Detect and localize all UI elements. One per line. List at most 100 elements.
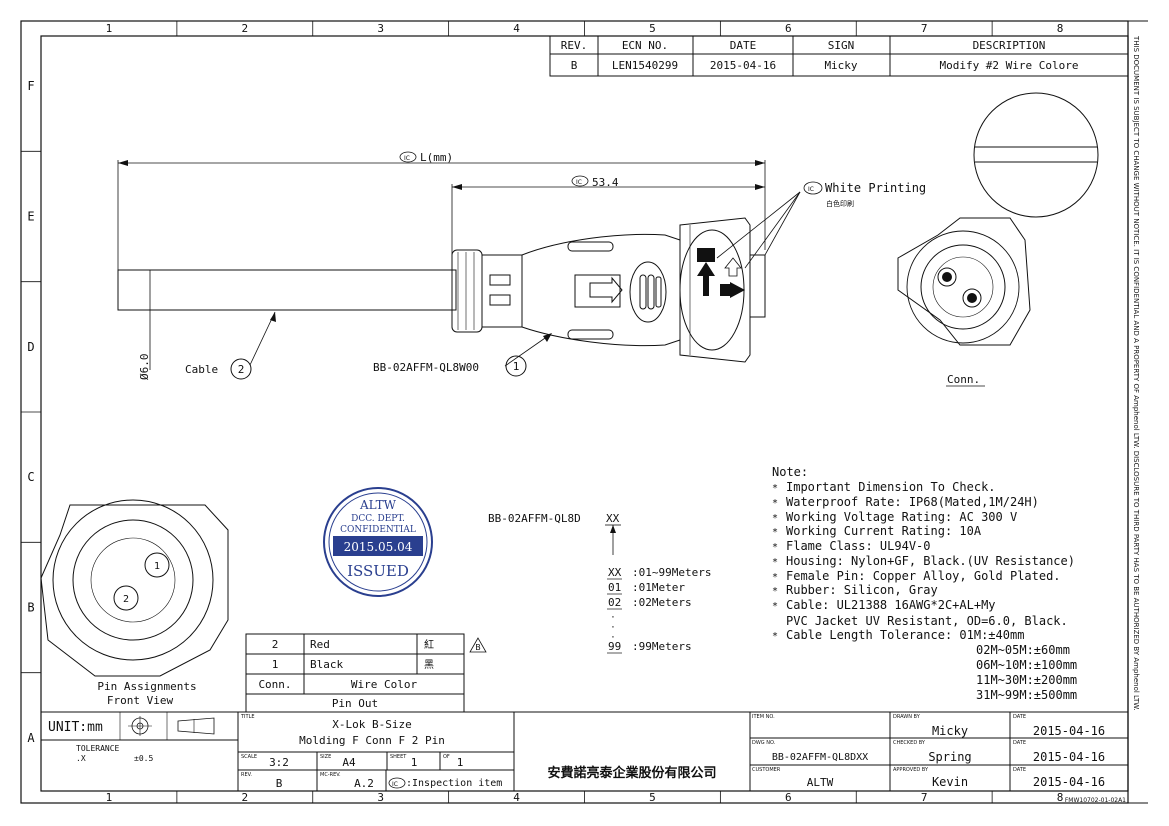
part-label: BB-02AFFM-QL8W00 [373,361,479,374]
dim-53-4: 53.4 [592,176,619,189]
checked-label: CHECKED BY [893,740,926,746]
lock-icon [697,248,715,262]
tol-2: 11M~30M:±200mm [976,673,1077,687]
top-view-detail [973,92,1099,218]
drawn-label: DRAWN BY [893,714,921,720]
row-label: D [27,340,34,354]
pin-out-table: 2 Red 紅 1 Black 黑 Conn. Wire Color Pin O… [245,633,487,713]
note-item: Working Voltage Rating: AC 300 V [786,510,1017,524]
note-bullet: * [772,527,778,538]
pn-option-code-2: 02 [608,596,621,609]
date-label-2: DATE [1013,740,1026,746]
note-item: Working Current Rating: 10A [786,524,982,538]
date-value-1: 2015-04-16 [1033,724,1105,738]
tol-1: 06M~10M:±100mm [976,658,1077,672]
title-block: UNIT:mm TOLERANCE .X ±0.5 TITLE X-Lok B-… [41,711,1128,791]
tol-val: ±0.5 [134,754,153,763]
note-bullet: * [772,483,778,494]
note-item: Cable Length Tolerance: 01M:±40mm [786,628,1024,642]
column-label-top: 6 [785,22,792,35]
customer-label: CUSTOMER [752,767,781,773]
note-item: Waterproof Rate: IP68(Mated,1M/24H) [786,495,1039,509]
ic-symbol-4: IC [392,781,398,788]
note-bullet: * [772,498,778,509]
column-label-top: 2 [242,22,249,35]
pin-out-footer: Pin Out [332,697,378,710]
pn-option-code-3: 99 [608,640,621,653]
pin-2-label: 2 [123,594,129,605]
notes-title: Note: [772,465,808,479]
pin-row-1-pin: 1 [272,658,279,671]
cable-balloon [230,358,252,380]
title-line-2: Molding F Conn F 2 Pin [299,734,445,747]
dwg-no-value: BB-02AFFM-QL8DXX [772,752,868,763]
dimension-length: IC L(mm) [117,151,766,270]
row-label: E [27,210,34,224]
stamp-date: 2015.05.04 [344,540,413,554]
mcrev-value: A.2 [354,777,374,790]
column-label-top: 7 [921,22,928,35]
tolerance-label: TOLERANCE [76,744,120,753]
drawn-value: Micky [932,724,968,738]
rev-label: REV. [241,772,252,778]
pin-row-1-color: Black [310,658,343,671]
note-item: Rubber: Silicon, Gray [786,583,938,597]
column-label-bottom: 1 [106,791,113,804]
customer-value: ALTW [807,776,834,789]
column-label-top: 5 [649,22,656,35]
sign-value: Micky [824,59,857,72]
part-balloon [505,355,527,377]
tol-3: 31M~99M:±500mm [976,688,1077,702]
date-label-3: DATE [1013,767,1026,773]
conn-front-view [897,217,1031,346]
inspection-item: :Inspection item [406,778,502,789]
sheet-value: 1 [411,756,418,769]
white-printing-label: White Printing [825,181,926,195]
note-bullet: * [772,631,778,642]
checked-value: Spring [928,750,971,764]
of-label: OF [443,754,450,760]
stamp-issued: ISSUED [347,562,409,580]
of-value: 1 [457,756,464,769]
unit-label: UNIT:mm [48,720,103,735]
item-no-label: ITEM NO. [752,714,775,720]
size-value: A4 [342,756,356,769]
svg-text:·: · [610,613,615,623]
rev-header: REV. [561,39,588,52]
stamp-confidential: CONFIDENTIAL [340,525,416,535]
pin-row-1-cn: 黑 [424,659,434,671]
pin-row-0-pin: 2 [272,638,279,651]
note-cable-cont: PVC Jacket UV Resistant, OD=6.0, Black. [786,614,1068,628]
column-label-bottom: 4 [513,791,520,804]
note-bullet: * [772,572,778,583]
note-bullet: * [772,557,778,568]
pin-header-conn: Conn. [258,678,291,691]
row-label: F [27,79,34,93]
front-view-label: Front View [107,694,174,707]
pin-assignment-view [40,499,229,677]
pn-option-code-1: 01 [608,581,621,594]
sheet-label: SHEET [390,754,407,760]
pin-row-0-color: Red [310,638,330,651]
pn-option-code-0: XX [608,566,622,579]
inner-frame [40,35,1129,792]
note-item: Housing: Nylon+GF, Black.(UV Resistance) [786,554,1075,568]
date-value-3: 2015-04-16 [1033,775,1105,789]
note-item: Female Pin: Copper Alloy, Gold Plated. [786,569,1061,583]
title-label: TITLE [240,714,255,720]
pn-base: BB-02AFFM-QL8D [488,512,581,525]
column-label-bottom: 2 [242,791,249,804]
scale-value: 3:2 [269,756,289,769]
row-label: C [27,470,34,484]
company-name: 安費諾亮泰企業股份有限公司 [547,765,716,781]
column-label-top: 1 [106,22,113,35]
tol-0: 02M~05M:±60mm [976,643,1070,657]
size-label: SIZE [320,754,331,760]
ic-symbol-2: IC [576,179,582,186]
column-label-bottom: 5 [649,791,656,804]
cable-body: Ø6.0 [117,269,457,380]
ic-symbol-3: IC [808,186,814,193]
note-bullet: * [772,586,778,597]
white-printing-cn: 白色印刷 [826,199,854,208]
